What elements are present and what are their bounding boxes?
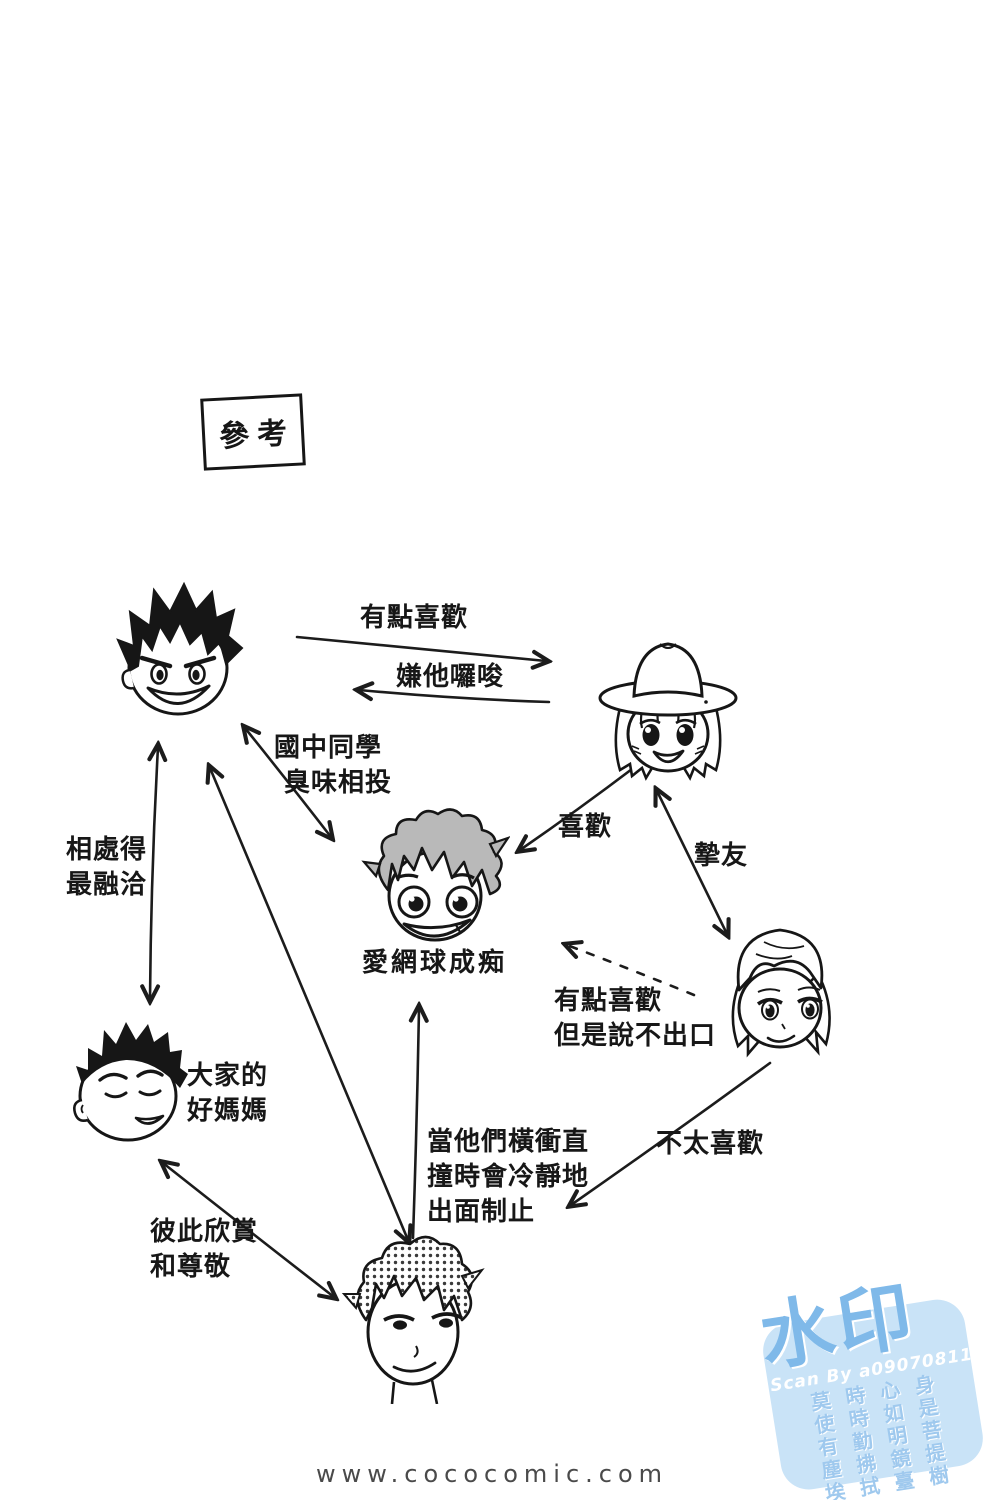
- label-finds-him-nagging: 嫌他囉唆: [396, 662, 505, 692]
- label-everyones-good-mom: 大家的 好媽媽: [187, 1061, 269, 1126]
- character-closed-eyes-boy: [64, 1008, 190, 1148]
- arrow-mutual-admiration: [163, 1163, 334, 1297]
- label-secret-crush: 有點喜歡 但是說不出口: [554, 986, 717, 1051]
- character-short-hair-girl: [716, 912, 846, 1070]
- label-likes: 喜歡: [558, 812, 613, 842]
- reference-label: 參考: [218, 415, 297, 455]
- label-likes-a-little: 有點喜歡: [360, 603, 469, 633]
- reference-box: 參考: [200, 393, 306, 471]
- arrow-finds-him-nagging: [359, 690, 551, 704]
- arrow-likes: [520, 764, 638, 850]
- arrow-best-friends: [657, 791, 727, 934]
- label-mutual-admiration: 彼此欣賞 和尊敬: [150, 1217, 259, 1282]
- label-not-very-fond: 不太喜歡: [656, 1129, 765, 1159]
- character-tennis-boy: [360, 804, 511, 952]
- character-hat-girl: [584, 618, 752, 794]
- label-calm-mediator: 當他們橫衝直 撞時會冷靜地 出面制止: [427, 1127, 590, 1227]
- arrow-get-along-best: [150, 747, 158, 999]
- label-get-along-best: 相處得 最融洽: [66, 835, 148, 900]
- label-classmates: 國中同學 臭味相投: [274, 733, 393, 798]
- arrow-not-very-fond: [571, 1061, 772, 1205]
- character-dotted-hair-man: [336, 1224, 488, 1405]
- character-spiky-hair-boy: [106, 574, 246, 726]
- arrow-calm-mediator: [413, 1008, 419, 1240]
- arrow-likes-a-little: [295, 635, 546, 661]
- label-best-friends: 摯友: [694, 841, 749, 871]
- label-tennis-crazy: 愛網球成痴: [362, 948, 508, 978]
- site-url: www.cococomic.com: [315, 1460, 669, 1488]
- arrow-long-diagonal: [210, 768, 408, 1240]
